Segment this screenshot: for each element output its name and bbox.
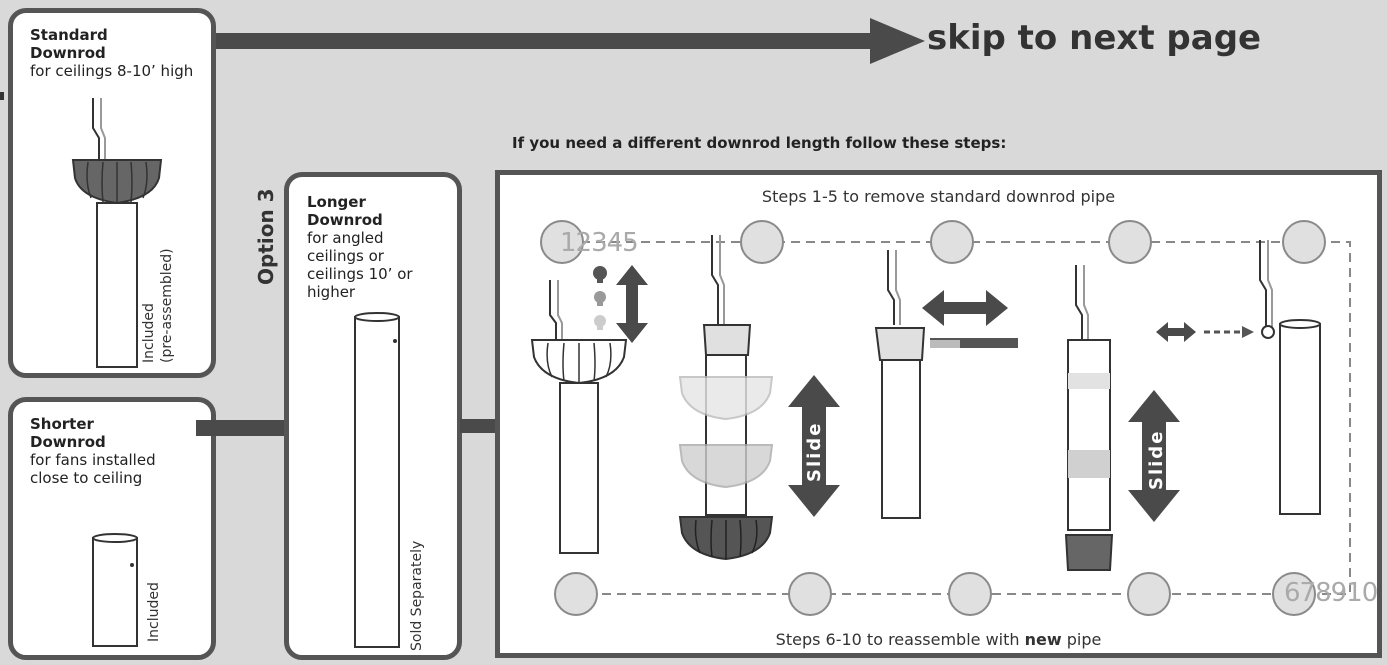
steps-top-caption: Steps 1-5 to remove standard downrod pip… [761,187,1116,206]
slide-label-1: Slide [804,421,825,482]
longer-desc-line2: ceilings or [307,247,384,265]
longer-title-line1: Longer [307,193,366,211]
longer-desc-line3: ceilings 10’ or [307,265,413,283]
step-circle-9 [1127,572,1171,616]
step-circle-7 [788,572,832,616]
shorter-included-label: Included [146,582,162,642]
step2-illustration [678,235,840,561]
standard-title-line1: Standard [30,26,108,44]
step-numbers-top: 12345 [560,228,639,258]
step-circle-6 [554,572,598,616]
standard-preassembled-label: (pre-assembled) [159,248,175,363]
shorter-downrod-card[interactable]: Shorter Downrod for fans installed close… [8,397,216,660]
longer-desc-line4: higher [307,283,356,301]
sold-separately-label: Sold Separately [409,540,425,651]
longer-downrod-card[interactable]: Longer Downrod for angled ceilings or ce… [284,172,462,660]
step4-illustration [1064,265,1180,571]
margin-tick [0,92,4,100]
skip-arrow [195,18,925,64]
shorter-title-line2: Downrod [30,433,106,451]
longer-title-line2: Downrod [307,211,383,229]
option-3-label: Option 3 [254,188,278,285]
steps-bottom-pre: Steps 6-10 to reassemble with [775,630,1025,649]
step-circle-8 [948,572,992,616]
step5-illustration [1156,240,1321,515]
steps-bottom-post: pipe [1061,630,1102,649]
step-circle-2 [740,220,784,264]
step3-illustration [874,250,1018,519]
step-circle-10 [1272,572,1316,616]
standard-downrod-card[interactable]: Standard Downrod for ceilings 8-10’ high… [8,8,216,378]
step-circle-5 [1282,220,1326,264]
instruction-heading: If you need a different downrod length f… [512,134,1007,152]
longer-desc-line1: for angled [307,229,384,247]
shorter-title-line1: Shorter [30,415,94,433]
step-numbers-bottom: 678910 [1284,578,1378,608]
steps-bottom-bold: new [1024,630,1062,649]
standard-included-label: Included [141,303,157,363]
shorter-downrod-illustration [92,533,138,647]
shorter-desc-line1: for fans installed [30,451,156,469]
step-circle-1 [540,220,584,264]
standard-downrod-illustration [71,98,163,368]
step-circle-4 [1108,220,1152,264]
standard-title-line2: Downrod [30,44,106,62]
shorter-desc-line2: close to ceiling [30,469,143,487]
step1-illustration [530,265,648,554]
step-circle-3 [930,220,974,264]
skip-to-next-page-link[interactable]: skip to next page [927,18,1262,58]
standard-desc: for ceilings 8-10’ high [30,62,194,80]
longer-downrod-illustration [354,312,400,648]
steps-bottom-caption: Steps 6-10 to reassemble with new pipe [500,630,1377,649]
shorter-connector [196,420,291,436]
